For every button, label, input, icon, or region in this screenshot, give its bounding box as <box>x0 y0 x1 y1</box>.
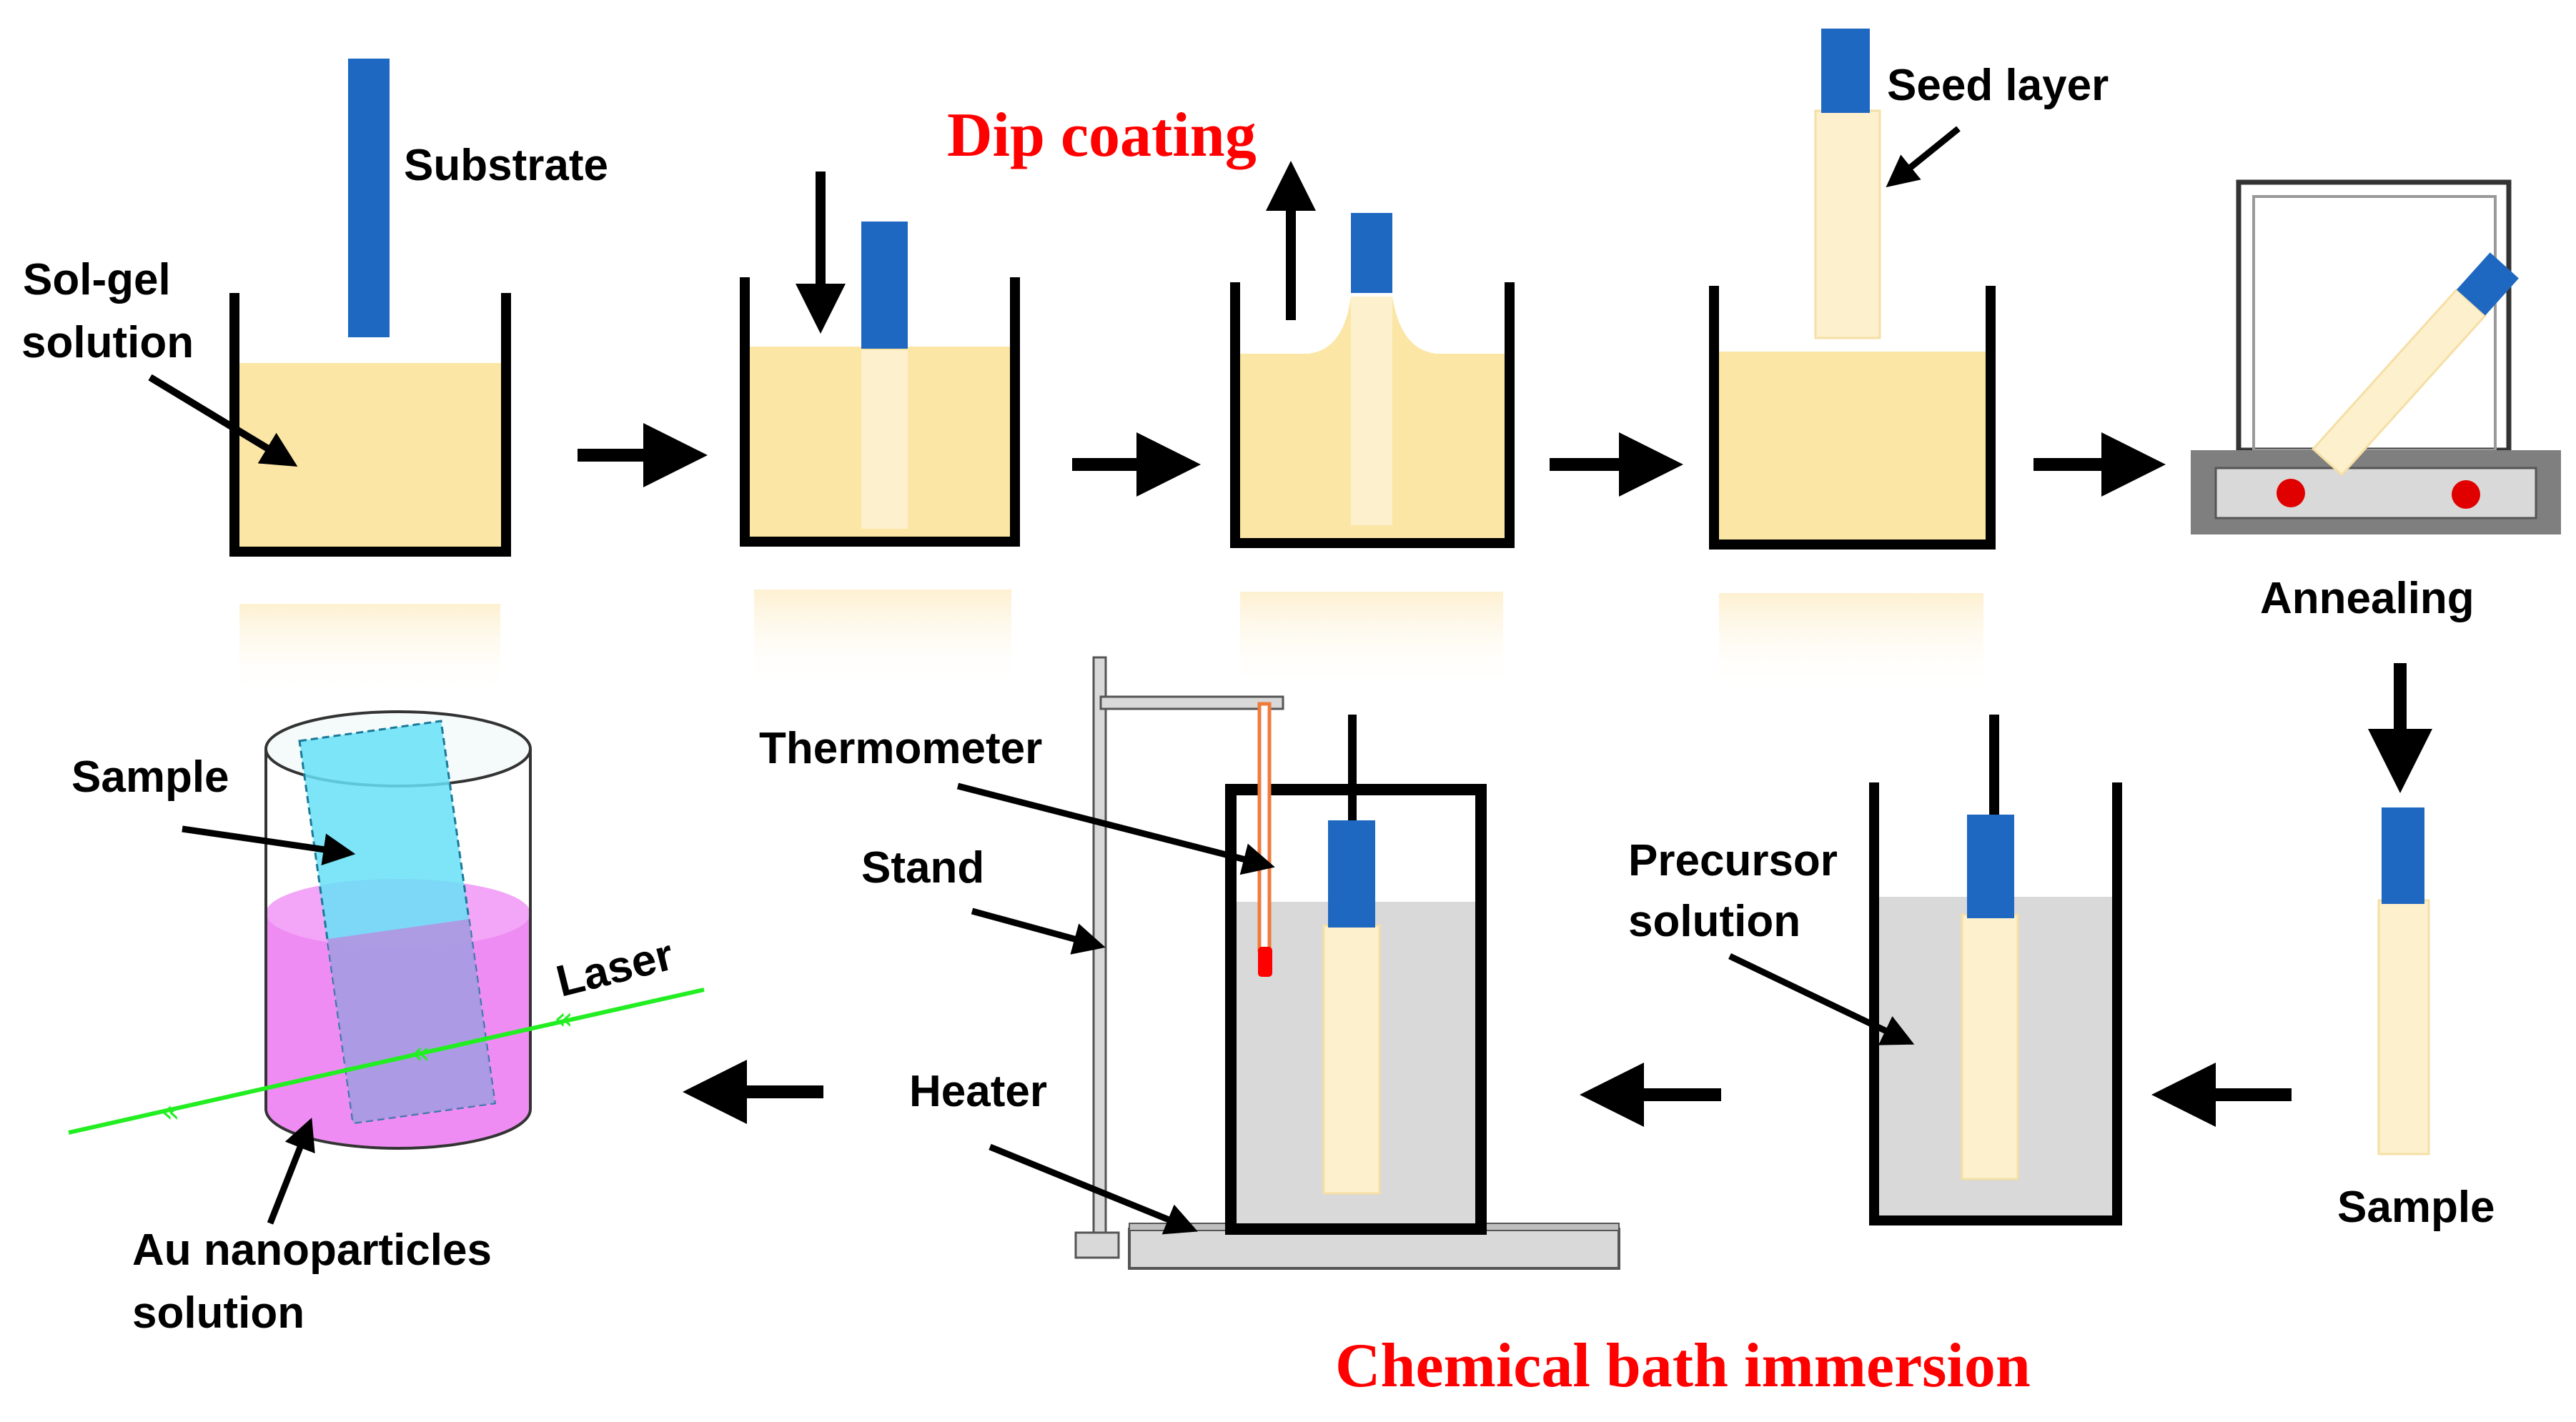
substrate <box>1351 213 1392 293</box>
beaker-reflection <box>1240 592 1503 692</box>
annealing-furnace <box>2191 179 2561 535</box>
thermometer-label: Thermometer <box>759 724 1042 773</box>
thermometer-bulb <box>1258 947 1272 977</box>
substrate <box>1821 29 1870 113</box>
beaker-reflection <box>754 590 1011 690</box>
svg-text:«: « <box>411 1035 430 1071</box>
au-nanoparticle-cylinder: « « « <box>68 710 705 1150</box>
heater-pointer <box>989 1143 1198 1235</box>
coated-substrate <box>861 350 908 529</box>
heater-label: Heater <box>909 1067 1047 1116</box>
coated-substrate <box>1351 297 1392 525</box>
sol-gel-label-line2: solution <box>21 318 194 367</box>
sample-left-label: Sample <box>71 752 229 802</box>
stand-pole <box>1092 656 1107 1245</box>
thermometer <box>1257 702 1272 953</box>
heater-indicator-dot <box>2452 480 2480 509</box>
laser-beam <box>68 988 705 1135</box>
heater <box>1128 1228 1620 1270</box>
stand-pointer <box>971 908 1106 955</box>
seed-layer-pointer <box>1886 126 1961 188</box>
chemical-bath-setup <box>1074 656 1620 1270</box>
seed-layer-coated-substrate <box>1814 109 1881 339</box>
sol-gel-solution <box>1714 352 1987 541</box>
substrate-label: Substrate <box>404 141 608 190</box>
step3-beaker <box>1230 213 1515 692</box>
beaker-reflection <box>1719 593 1983 693</box>
heater-indicator-dot <box>2277 479 2305 507</box>
sol-gel-label: Sol-gel <box>23 255 171 304</box>
substrate <box>348 59 390 337</box>
step1-beaker <box>229 59 511 697</box>
sample-pointer <box>182 825 356 866</box>
svg-text:«: « <box>161 1093 180 1130</box>
seed-layer-label: Seed layer <box>1887 61 2109 110</box>
stand-arm <box>1099 695 1284 710</box>
substrate <box>861 222 908 349</box>
beaker-reflection <box>239 604 500 697</box>
svg-text:«: « <box>554 1000 573 1037</box>
chemical-bath-title: Chemical bath immersion <box>1335 1331 2031 1401</box>
au-pointer <box>267 1118 315 1225</box>
au-label: Au nanoparticles <box>132 1225 492 1275</box>
sol-gel-pointer <box>148 374 298 467</box>
precursor-pointer <box>1728 953 1915 1045</box>
step2-beaker <box>740 222 1020 690</box>
step4-beaker <box>1709 29 1996 693</box>
thermometer-pointer <box>956 782 1275 875</box>
precursor-beaker <box>1869 715 2122 1225</box>
annealed-sample <box>2377 807 2430 1155</box>
precursor-label: Precursor <box>1628 836 1838 885</box>
sample-right-label: Sample <box>2337 1183 2495 1232</box>
dip-coating-title: Dip coating <box>947 101 1257 170</box>
stand-label: Stand <box>861 843 984 893</box>
laser-label: Laser <box>552 930 678 1007</box>
annealing-label: Annealing <box>2260 574 2475 623</box>
au-label-line2: solution <box>132 1288 304 1338</box>
precursor-label-line2: solution <box>1628 897 1800 946</box>
